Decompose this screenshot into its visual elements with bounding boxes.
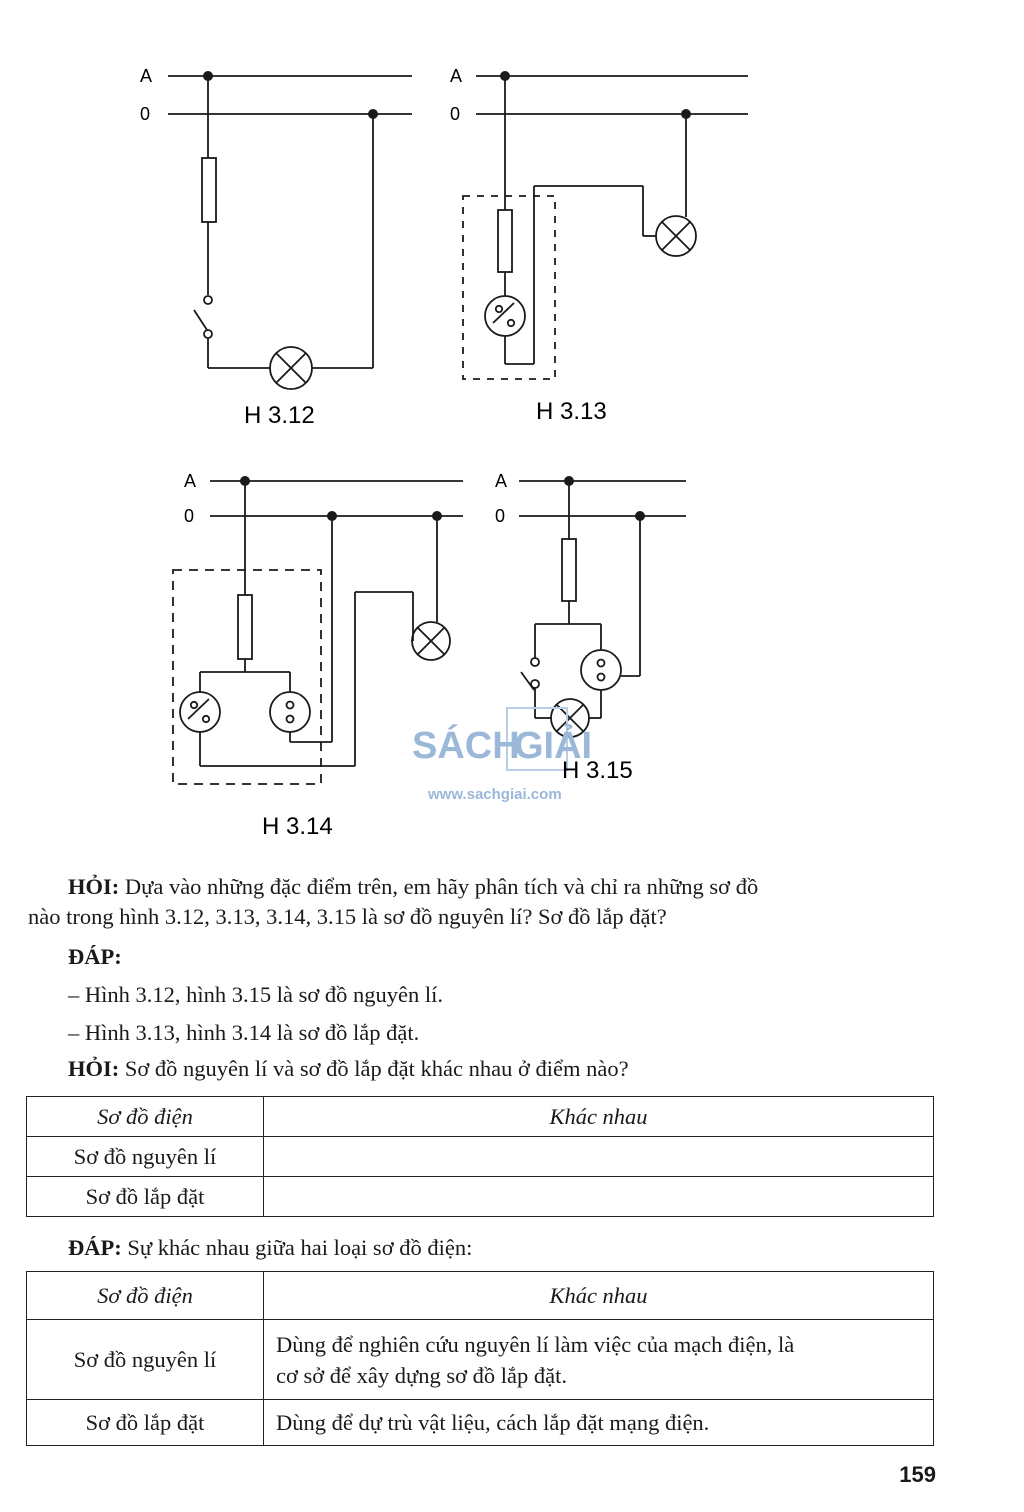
table-header: Khác nhau [263, 1271, 934, 1320]
line-label-a: A [450, 66, 462, 86]
watermark: SÁCH GIẢI www.sachgiai.com [412, 707, 592, 803]
enclosure-box [462, 195, 556, 380]
lamp-symbol [550, 698, 590, 738]
table-row: Sơ đồ lắp đặt [26, 1176, 934, 1217]
question-answer-block: HỎI: Dựa vào những đặc điểm trên, em hãy… [28, 872, 948, 1084]
table-row: Sơ đồ nguyên lí Dùng để nghiên cứu nguyê… [26, 1319, 934, 1400]
figure-caption: H 3.13 [536, 398, 607, 425]
diagram-h3-12 [168, 75, 412, 390]
fuse-symbol [561, 538, 577, 602]
enclosure-box [172, 569, 322, 785]
socket-symbol [580, 649, 622, 691]
page-number: 159 [899, 1462, 936, 1487]
line-label-0: 0 [184, 506, 194, 526]
table-header: Sơ đồ điện [26, 1096, 264, 1137]
figure-caption: H 3.14 [262, 813, 333, 840]
fuse-symbol [497, 209, 513, 273]
answer-2: ĐÁP: Sự khác nhau giữa hai loại sơ đồ đi… [68, 1235, 473, 1260]
comparison-table-filled: Sơ đồ điện Khác nhau Sơ đồ nguyên lí Dùn… [26, 1271, 934, 1446]
switch-symbol [484, 295, 526, 337]
switch-contact [203, 295, 213, 305]
switch-contact [203, 329, 213, 339]
line-label-0: 0 [140, 104, 150, 124]
table-header: Sơ đồ điện [26, 1271, 264, 1320]
switch-symbol [179, 691, 221, 733]
question-label: HỎI: [68, 1056, 120, 1081]
table-row: Sơ đồ nguyên lí [26, 1136, 934, 1177]
diagram-h3-13 [462, 75, 748, 380]
switch-contact [530, 657, 540, 667]
answer-2-block: ĐÁP: Sự khác nhau giữa hai loại sơ đồ đi… [28, 1233, 948, 1263]
watermark-brand-left: SÁCH [412, 723, 520, 767]
fuse-symbol [201, 157, 217, 223]
answer-item: – Hình 3.12, hình 3.15 là sơ đồ nguyên l… [68, 982, 444, 1007]
figure-caption: H 3.12 [244, 402, 315, 429]
switch-contact [530, 679, 540, 689]
table-header: Khác nhau [263, 1096, 934, 1137]
junction-dots [203, 71, 691, 521]
lamp-symbol [269, 346, 313, 390]
circuit-diagrams: A 0 A 0 A 0 A 0 H 3.12 H 3.13 H 3.14 SÁC… [140, 66, 748, 840]
question-1-line-1: HỎI: Dựa vào những đặc điểm trên, em hãy… [68, 874, 759, 899]
answer-item: – Hình 3.13, hình 3.14 là sơ đồ lắp đặt. [68, 1020, 420, 1045]
question-label: HỎI: [68, 874, 120, 899]
fuse-symbol [237, 594, 253, 660]
answer-label: ĐÁP: [68, 1235, 122, 1260]
line-label-0: 0 [495, 506, 505, 526]
table-row: Sơ đồ lắp đặt Dùng để dự trù vật liệu, c… [26, 1399, 934, 1446]
switch-lever [193, 309, 208, 331]
question-1-line-2: nào trong hình 3.12, 3.13, 3.14, 3.15 là… [28, 904, 667, 929]
diagram-h3-14 [172, 480, 463, 785]
figure-caption: H 3.15 [562, 757, 633, 784]
line-label-a: A [184, 471, 196, 491]
watermark-url: www.sachgiai.com [427, 786, 562, 803]
line-label-0: 0 [450, 104, 460, 124]
lamp-symbol [655, 215, 697, 257]
socket-symbol [269, 691, 311, 733]
question-2: HỎI: Sơ đồ nguyên lí và sơ đồ lắp đặt kh… [68, 1056, 629, 1081]
watermark-brand-right: GIẢI [514, 723, 592, 767]
lamp-symbol [411, 621, 451, 661]
line-label-a: A [140, 66, 152, 86]
comparison-table-empty: Sơ đồ điện Khác nhau Sơ đồ nguyên lí Sơ … [26, 1096, 934, 1217]
answer-label: ĐÁP: [68, 944, 122, 969]
line-label-a: A [495, 471, 507, 491]
diagram-h3-15 [519, 480, 686, 738]
